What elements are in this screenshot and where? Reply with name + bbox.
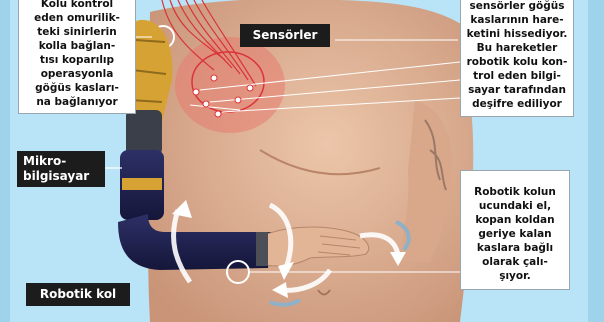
robotic-arm-label: Robotik kol xyxy=(26,283,130,306)
microcomputer-label: Mikro- bilgisayar xyxy=(17,151,105,187)
callout-line: kaslara bağlı xyxy=(465,241,565,255)
callout-line: Robotik kolun xyxy=(465,185,565,199)
callout-line: tısı koparılıp xyxy=(23,53,131,67)
callout-line: kaslarının hare- xyxy=(465,13,569,27)
upper-arm-band xyxy=(122,178,162,190)
callout-line: ucundaki el, xyxy=(465,199,565,213)
callout-line: geriye kalan xyxy=(465,227,565,241)
sensors-label: Sensörler xyxy=(240,24,330,47)
label-line: Mikro- xyxy=(23,154,99,169)
callout-line: na bağlanıyor xyxy=(23,95,131,109)
callout-line: Kolu kontrol xyxy=(23,0,131,11)
callout-hand-info: Robotik kolun ucundaki el, kopan koldan … xyxy=(460,170,570,290)
callout-line: deşifre ediliyor xyxy=(465,97,569,111)
wrist-connector xyxy=(256,232,268,266)
right-frame xyxy=(588,0,604,322)
callout-line: göğüs kasları- xyxy=(23,81,131,95)
callout-line: sensörler göğüs xyxy=(465,0,569,13)
callout-line: operasyonla xyxy=(23,67,131,81)
upper-arm-socket xyxy=(126,110,162,155)
callout-line: kopan koldan xyxy=(465,213,565,227)
callout-line: kolla bağlan- xyxy=(23,39,131,53)
label-line: bilgisayar xyxy=(23,169,99,184)
left-frame xyxy=(0,0,10,322)
callout-line: sayar tarafından xyxy=(465,83,569,97)
callout-line: trol eden bilgi- xyxy=(465,69,569,83)
callout-line: robotik kolu kon- xyxy=(465,55,569,69)
callout-nerve-surgery: Kolu kontrol eden omurilik- teki sinirle… xyxy=(18,0,136,114)
callout-line: ketini hissediyor. xyxy=(465,27,569,41)
callout-line: teki sinirlerin xyxy=(23,25,131,39)
callout-line: şıyor. xyxy=(465,269,565,283)
callout-line: Bu hareketler xyxy=(465,41,569,55)
callout-line: olarak çalı- xyxy=(465,255,565,269)
callout-sensor-info: sensörler göğüs kaslarının hare- ketini … xyxy=(460,0,574,117)
callout-line: eden omurilik- xyxy=(23,11,131,25)
